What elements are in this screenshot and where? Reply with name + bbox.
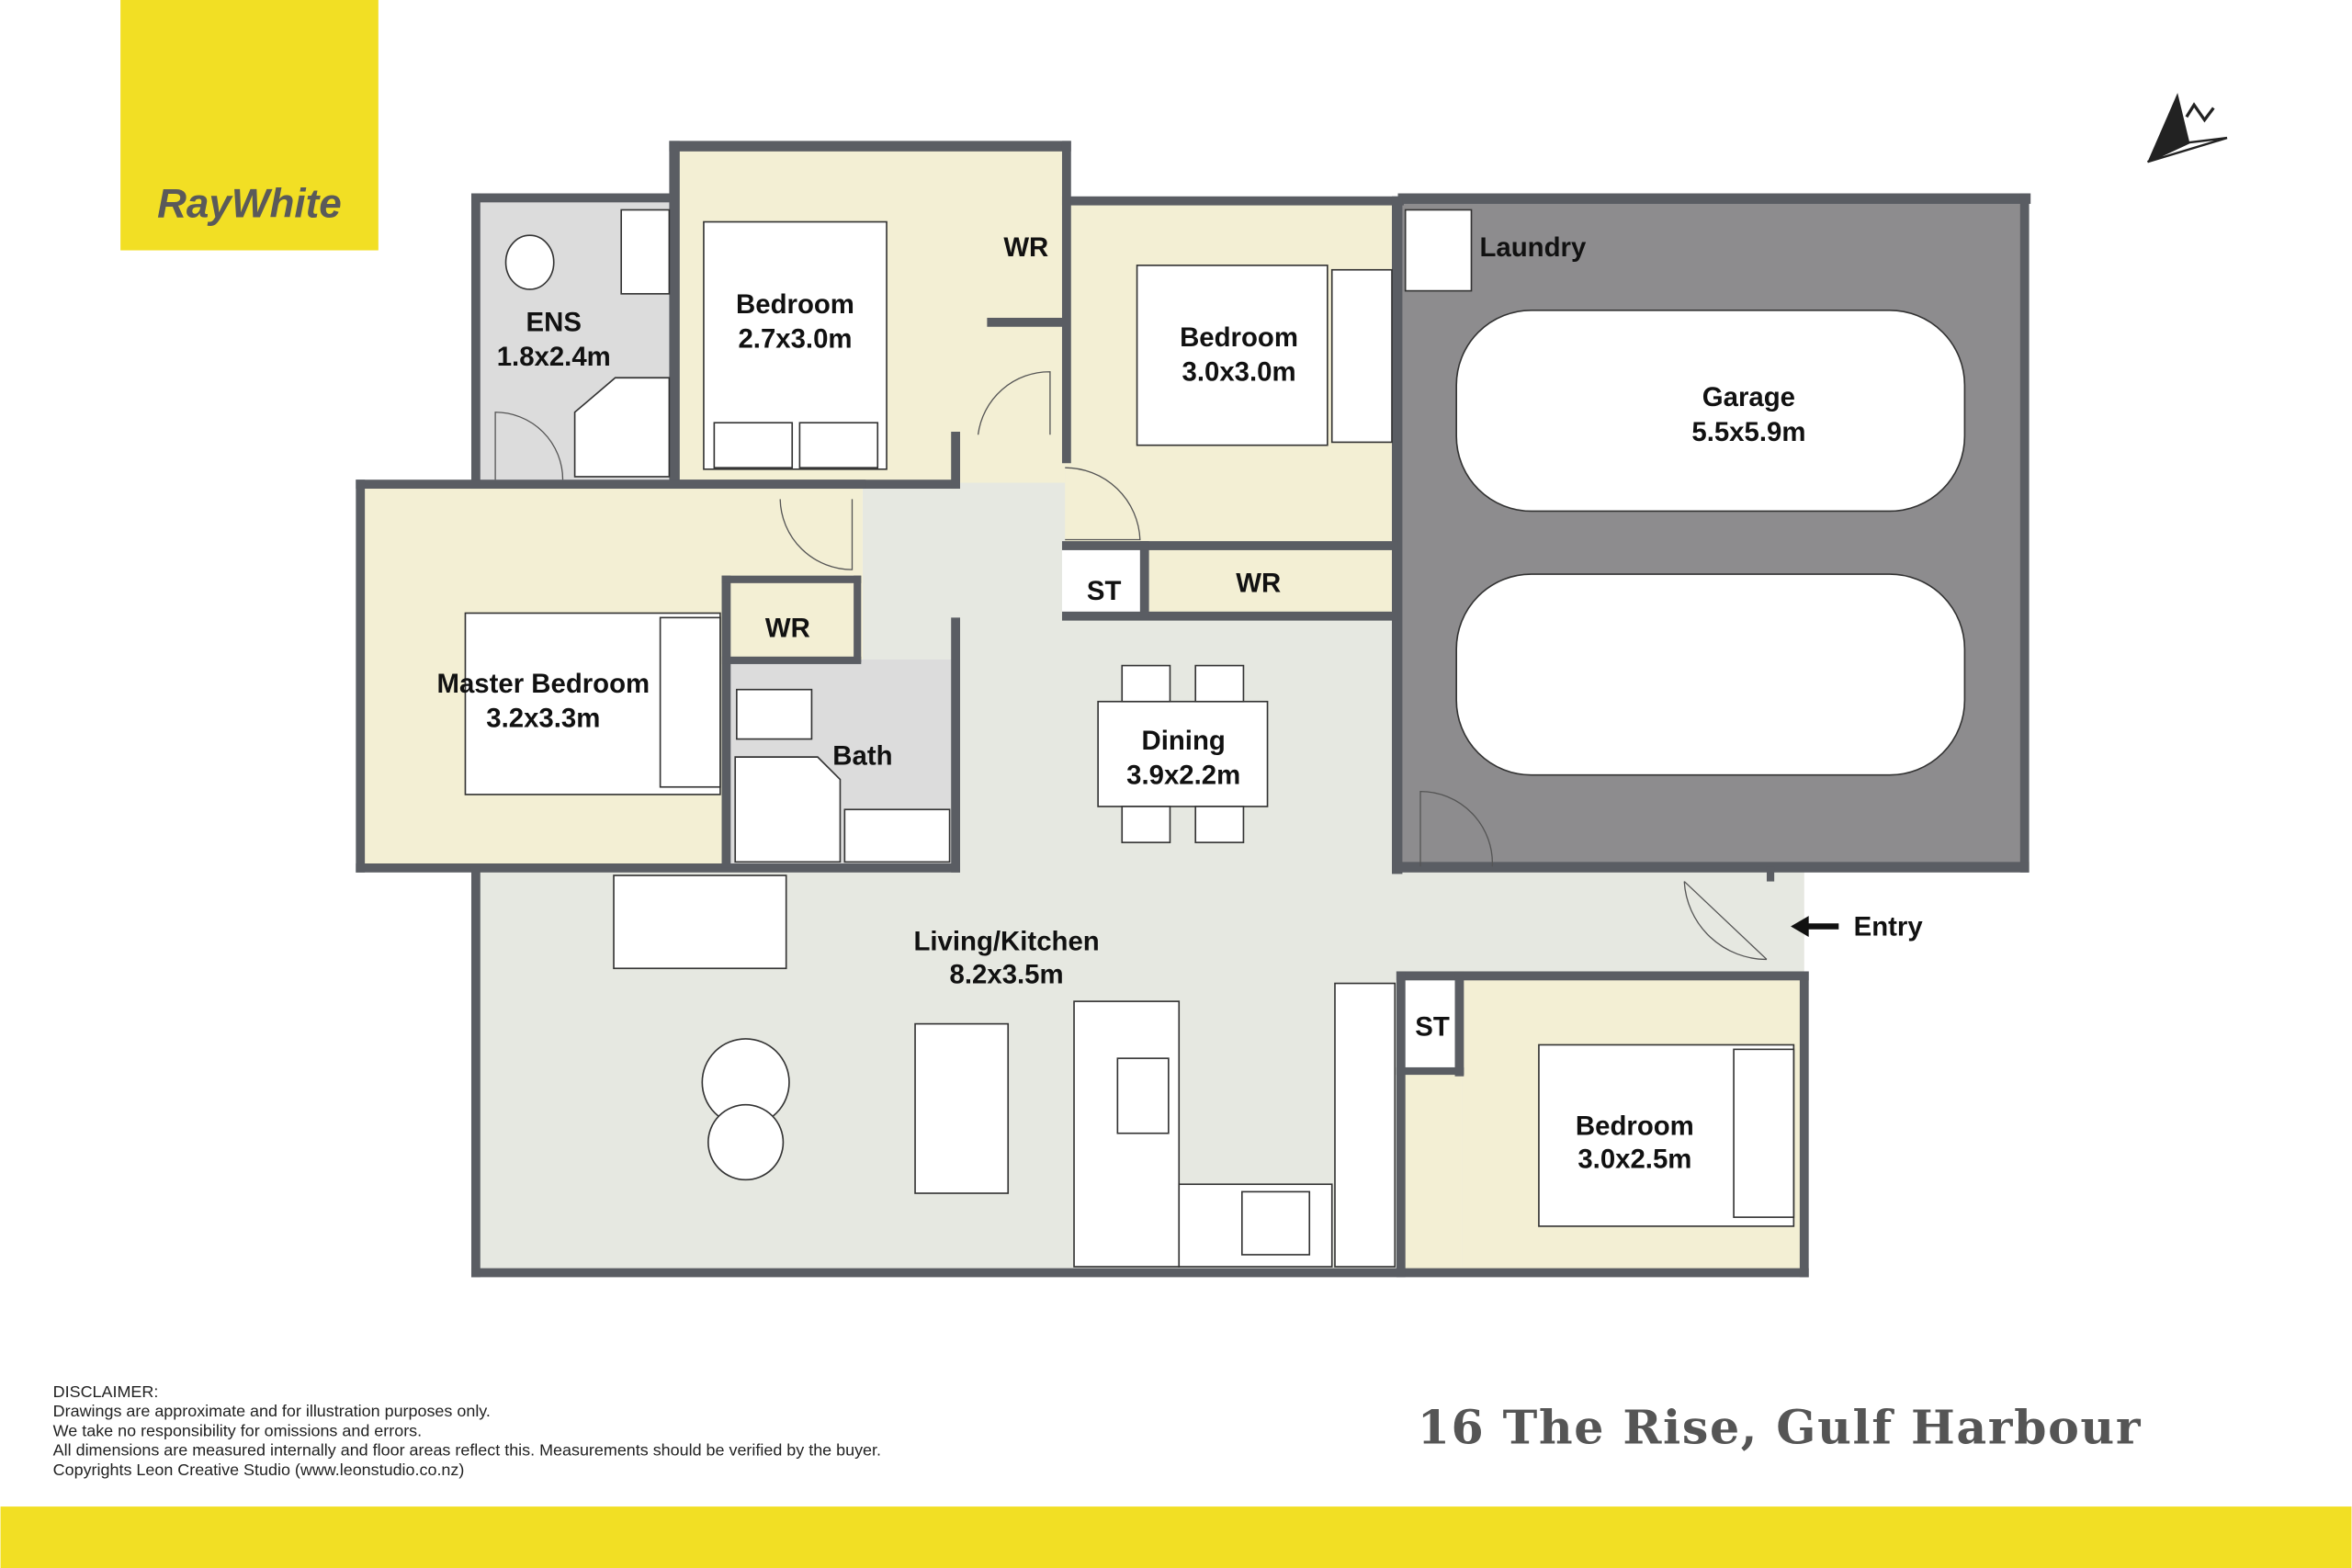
room-labels: ENS 1.8x2.4m Bedroom 2.7x3.0m WR Bedroom… xyxy=(436,232,1805,1174)
svg-text:Copyrights Leon Creative Studi: Copyrights Leon Creative Studio (www.leo… xyxy=(53,1461,465,1479)
dining-label: Dining xyxy=(1141,726,1225,756)
bedroom1-size: 2.7x3.0m xyxy=(738,324,852,355)
svg-text:Entry: Entry xyxy=(1854,911,1924,942)
bath-label: Bath xyxy=(832,740,892,771)
st1-label: ST xyxy=(1087,576,1122,606)
svg-text:We take no responsibility for: We take no responsibility for omissions … xyxy=(53,1421,422,1439)
living-size: 8.2x3.5m xyxy=(950,960,1064,990)
entry-marker: Entry xyxy=(1791,911,1923,942)
living-label: Living/Kitchen xyxy=(913,927,1099,957)
dining-size: 3.9x2.2m xyxy=(1126,760,1240,790)
svg-text:All dimensions are measured in: All dimensions are measured internally a… xyxy=(53,1441,881,1460)
wr2-label: WR xyxy=(1236,569,1281,599)
furniture xyxy=(464,209,1966,1268)
disclaimer: DISCLAIMER: Drawings are approximate and… xyxy=(53,1382,881,1479)
bedroom2-label: Bedroom xyxy=(1180,322,1298,353)
bedroom4-size: 3.0x2.5m xyxy=(1577,1144,1691,1174)
svg-text:Drawings are approximate and f: Drawings are approximate and for illustr… xyxy=(53,1402,491,1420)
ens-label: ENS xyxy=(526,308,582,338)
walls xyxy=(356,141,2031,1278)
garage-label: Garage xyxy=(1702,382,1795,412)
bedroom2-size: 3.0x3.0m xyxy=(1182,357,1296,388)
garage-size: 5.5x5.9m xyxy=(1691,417,1805,447)
master-size: 3.2x3.3m xyxy=(486,703,600,733)
bedroom1-label: Bedroom xyxy=(736,289,854,320)
laundry-label: Laundry xyxy=(1479,232,1586,263)
master-label: Master Bedroom xyxy=(436,669,650,699)
svg-text:DISCLAIMER:: DISCLAIMER: xyxy=(53,1382,159,1401)
svg-text:RayWhite: RayWhite xyxy=(157,182,342,227)
bedroom4-label: Bedroom xyxy=(1576,1111,1694,1141)
wr3-label: WR xyxy=(765,614,810,644)
north-arrow-icon xyxy=(2146,93,2228,164)
ens-size: 1.8x2.4m xyxy=(497,342,611,372)
footer-bar xyxy=(0,1506,2352,1568)
wr1-label: WR xyxy=(1003,232,1048,263)
arrow-left-icon xyxy=(1791,916,1839,937)
st2-label: ST xyxy=(1415,1012,1450,1043)
property-address-title: 16 The Rise, Gulf Harbour xyxy=(1418,1401,2142,1455)
raywhite-logo: RayWhite xyxy=(120,0,379,251)
